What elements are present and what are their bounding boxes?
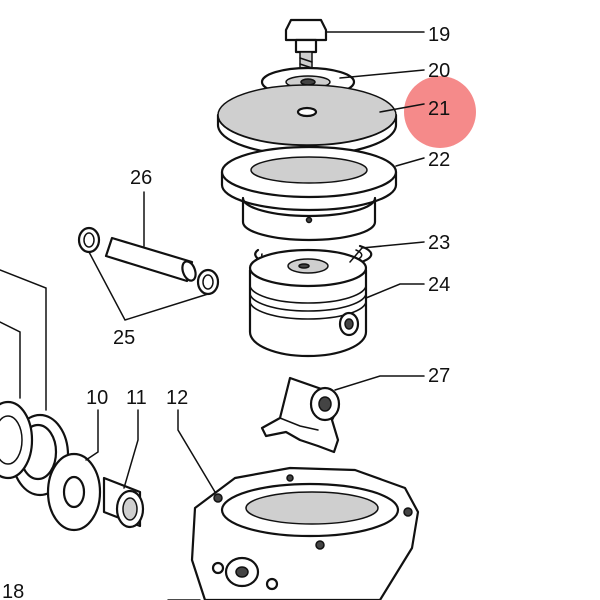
part-needle-bearing: [102, 476, 145, 529]
leader-20: [339, 69, 425, 79]
callout-23: 23: [428, 232, 450, 254]
callout-20: 20: [428, 60, 450, 82]
leader-12: [177, 409, 216, 493]
part-piston: [248, 248, 368, 358]
leader-24: [365, 283, 425, 299]
leader-10: [85, 409, 99, 461]
callout-10: 10: [86, 387, 108, 409]
callout-22: 22: [428, 149, 450, 171]
callout-27: 27: [428, 365, 450, 387]
callout-26: 26: [130, 167, 152, 189]
callout-25: 25: [113, 327, 135, 349]
part-flange-housing: [220, 145, 398, 242]
part-seal-ring-outer: [0, 400, 34, 480]
leader-23: [349, 241, 425, 263]
leader-27: [334, 375, 425, 391]
left-frame-lines: [0, 269, 47, 411]
callout-18: 18: [2, 581, 24, 600]
callout-11: 11: [126, 387, 147, 409]
callout-19: 19: [428, 24, 450, 46]
part-disc-plate: [216, 84, 398, 157]
leader-21: [379, 103, 425, 113]
part-piston-pin: [104, 236, 197, 283]
callout-12: 12: [166, 387, 188, 409]
callout-24: 24: [428, 274, 450, 296]
part-engine-housing: [167, 466, 420, 600]
callout-highlight-marker: [404, 76, 476, 148]
callout-21: 21: [428, 98, 450, 120]
leader-11: [123, 409, 139, 489]
leader-22: [395, 157, 425, 167]
leader-25: [88, 251, 209, 321]
part-rocker-bracket: [260, 376, 341, 454]
part-circlip-right: [196, 268, 220, 296]
part-circlip-left: [77, 226, 101, 254]
part-thrust-washer: [46, 452, 102, 532]
